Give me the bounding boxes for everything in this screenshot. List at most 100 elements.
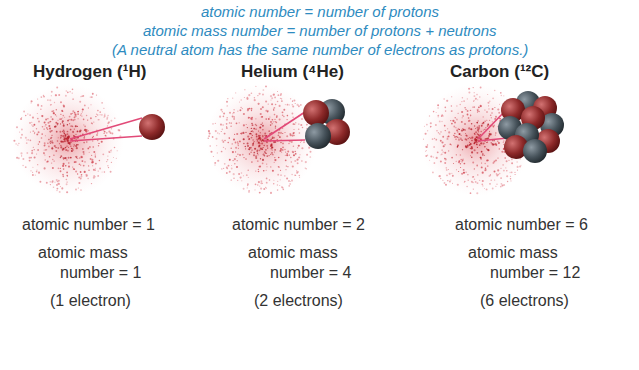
cloud-dot: [271, 148, 272, 149]
cloud-dot: [463, 172, 465, 174]
cloud-dot: [447, 128, 448, 129]
cloud-dot: [31, 152, 33, 154]
cloud-dot: [456, 118, 457, 119]
cloud-dot: [259, 137, 261, 139]
cloud-dot: [234, 158, 236, 160]
cloud-dot: [474, 142, 475, 143]
cloud-dot: [50, 181, 51, 182]
cloud-dot: [246, 174, 248, 176]
cloud-dot: [222, 111, 223, 112]
cloud-dot: [285, 169, 286, 170]
cloud-dot: [249, 149, 251, 151]
cloud-dot: [517, 166, 519, 168]
cloud-dot: [271, 152, 272, 153]
cloud-dot: [478, 134, 479, 135]
cloud-dot: [484, 129, 485, 130]
cloud-dot: [77, 126, 78, 127]
cloud-dot: [477, 174, 478, 175]
cloud-dot: [285, 104, 286, 105]
cloud-dot: [70, 113, 72, 115]
cloud-dot: [282, 143, 284, 145]
cloud-dot: [236, 166, 238, 168]
cloud-dot: [510, 176, 511, 177]
cloud-dot: [275, 121, 276, 122]
cloud-dot: [82, 151, 84, 153]
cloud-dot: [95, 163, 97, 165]
cloud-dot: [455, 127, 456, 128]
cloud-dot: [273, 121, 274, 122]
cloud-dot: [265, 187, 266, 188]
cloud-dot: [495, 143, 497, 145]
cloud-dot: [69, 116, 71, 118]
cloud-dot: [254, 99, 256, 101]
cloud-dot: [251, 128, 252, 129]
cloud-dot: [298, 157, 300, 159]
cloud-dot: [484, 109, 485, 110]
cloud-dot: [306, 124, 308, 126]
cloud-dot: [116, 158, 117, 159]
cloud-dot: [94, 169, 96, 171]
cloud-dot: [82, 108, 84, 110]
cloud-dot: [98, 145, 99, 146]
cloud-dot: [516, 161, 518, 163]
cloud-dot: [91, 122, 93, 124]
cloud-dot: [47, 161, 49, 163]
cloud-dot: [445, 158, 447, 160]
cloud-dot: [60, 155, 62, 157]
cloud-dot: [278, 134, 280, 136]
cloud-dot: [237, 153, 239, 155]
cloud-dot: [500, 177, 502, 179]
cloud-dot: [255, 157, 257, 159]
cloud-dot: [70, 129, 72, 131]
cloud-dot: [457, 184, 459, 186]
cloud-dot: [270, 121, 272, 123]
cloud-dot: [76, 156, 77, 157]
cloud-dot: [261, 140, 262, 141]
cloud-dot: [278, 166, 279, 167]
cloud-dot: [63, 158, 65, 160]
cloud-dot: [257, 151, 258, 152]
atomic-number: atomic number = 2: [232, 215, 365, 235]
cloud-dot: [486, 148, 487, 149]
cloud-dot: [50, 141, 51, 142]
cloud-dot: [49, 121, 51, 123]
cloud-dot: [511, 159, 513, 161]
cloud-dot: [463, 100, 465, 102]
proton: [139, 114, 165, 140]
cloud-dot: [55, 94, 57, 96]
cloud-dot: [220, 109, 222, 111]
cloud-dot: [62, 157, 63, 158]
cloud-dot: [467, 138, 468, 139]
cloud-dot: [235, 151, 236, 152]
cloud-dot: [506, 170, 508, 172]
cloud-dot: [492, 97, 494, 99]
cloud-dot: [475, 131, 477, 133]
cloud-dot: [464, 163, 466, 165]
cloud-dot: [308, 147, 310, 149]
cloud-dot: [75, 134, 76, 135]
cloud-dot: [261, 142, 263, 144]
cloud-dot: [471, 148, 473, 150]
cloud-dot: [74, 161, 76, 163]
cloud-dot: [490, 174, 491, 175]
cloud-dot: [39, 141, 41, 143]
cloud-dot: [472, 162, 474, 164]
cloud-dot: [503, 170, 505, 172]
cloud-dot: [253, 128, 255, 130]
cloud-dot: [480, 157, 482, 159]
cloud-dot: [506, 160, 508, 162]
cloud-dot: [262, 136, 263, 137]
cloud-dot: [286, 135, 288, 137]
cloud-dot: [458, 171, 459, 172]
cloud-dot: [95, 168, 96, 169]
cloud-dot: [457, 144, 459, 146]
cloud-dot: [74, 144, 75, 145]
cloud-dot: [462, 117, 463, 118]
cloud-dot: [251, 118, 253, 120]
cloud-dot: [228, 142, 229, 143]
cloud-dot: [496, 173, 498, 175]
cloud-dot: [86, 175, 88, 177]
cloud-dot: [433, 111, 435, 113]
cloud-dot: [45, 124, 47, 126]
cloud-dot: [477, 147, 478, 148]
